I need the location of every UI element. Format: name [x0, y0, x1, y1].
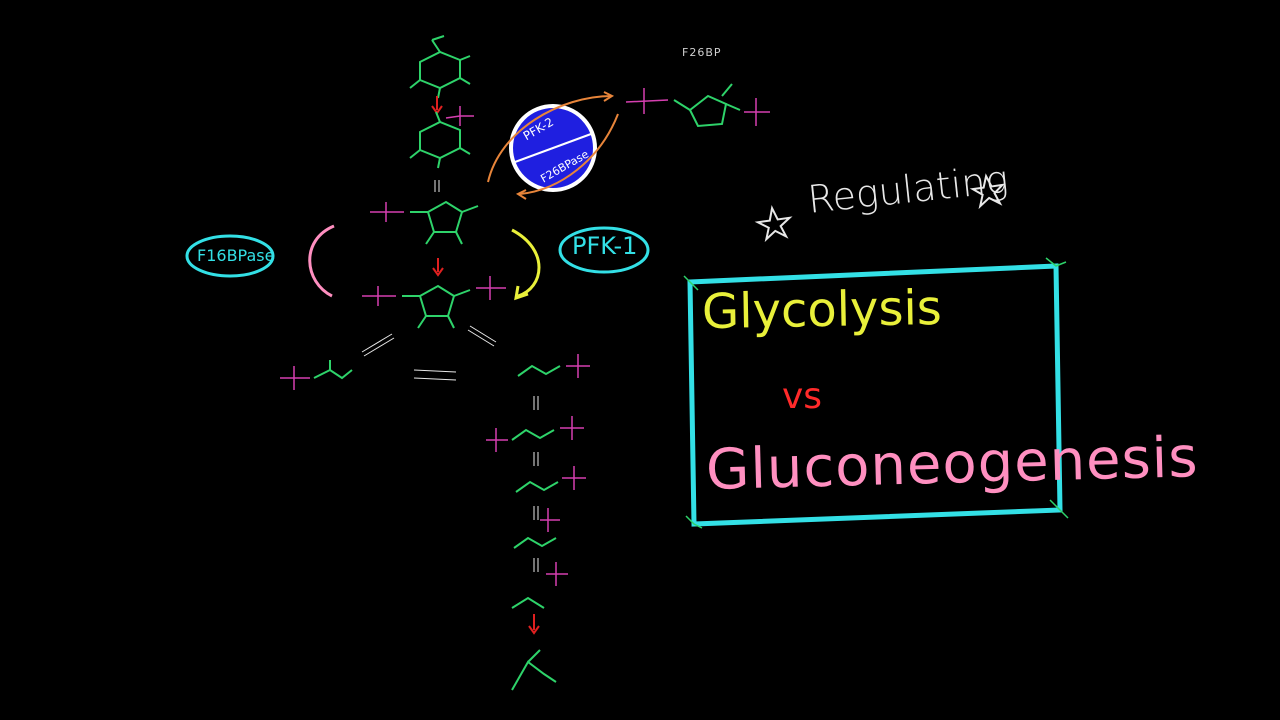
phosphate-group-1 [445, 106, 474, 126]
phosphate-group-3 [362, 276, 506, 306]
glycolysis-title: Glycolysis [701, 279, 943, 341]
vs-text: vs [782, 376, 823, 417]
phosphate-group-2 [370, 202, 404, 222]
red-arrow-1 [431, 96, 443, 115]
star-icon [754, 205, 793, 243]
lower-phosphate-groups [486, 354, 590, 586]
pfk2-f26bpase-enzyme [509, 104, 597, 192]
red-arrow-3 [528, 614, 540, 635]
f16bpase-oval [185, 234, 275, 278]
pfk1-arc [511, 228, 541, 301]
star-icon [969, 173, 1006, 210]
split-arrows [361, 325, 497, 381]
f26bp-label: F26BP [682, 46, 722, 59]
dhap-molecule [280, 360, 353, 390]
f26bp-molecule [625, 83, 770, 128]
box-corner-accents [683, 257, 1069, 529]
glucose-6-phosphate-molecule [409, 111, 471, 169]
f16bpase-label: F16BPase [197, 246, 275, 265]
red-arrow-2 [432, 258, 444, 277]
orange-cycle-arrows [487, 91, 619, 200]
pfk1-label: PFK-1 [572, 232, 638, 260]
glucose-molecule [409, 35, 471, 99]
fructose-1-6-bisphosphate-molecule [402, 284, 471, 329]
lower-glycolysis-molecules [511, 364, 561, 691]
equilibrium-arrow-1 [434, 180, 440, 192]
gluconeogenesis-title: Gluconeogenesis [705, 425, 1200, 503]
pfk1-oval [558, 226, 650, 274]
lower-equilibrium-arrows [533, 396, 539, 572]
f16bpase-arc [308, 224, 335, 298]
fructose-6-phosphate-molecule [410, 200, 479, 245]
